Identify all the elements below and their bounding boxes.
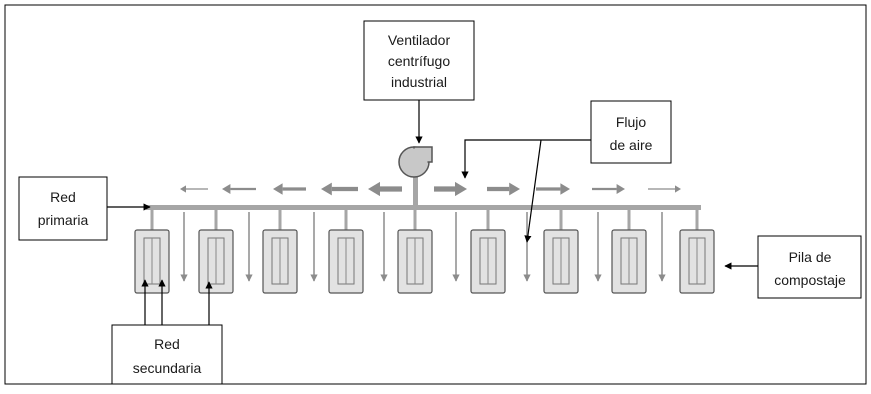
pile-feed-pipe (627, 208, 631, 232)
airflow-arrow (592, 184, 625, 194)
pile-feed-pipe (695, 208, 699, 232)
secondary-network-label-box (111, 324, 223, 385)
pile-feed-pipe (278, 208, 282, 232)
compost-pile-label-line-1: Pila de (789, 249, 832, 265)
airflow-arrow (434, 181, 467, 197)
airflow-arrow-head (675, 185, 681, 193)
airflow-label-line-1: Flujo (616, 114, 647, 130)
pile-feed-pipe (150, 208, 154, 232)
compost-pile-label-box (757, 235, 862, 299)
airflow-arrow-head (222, 184, 231, 194)
compost-pile-label-line-2: compostaje (774, 272, 846, 288)
secondary-network-label-line-1: Red (154, 336, 180, 352)
airflow-arrow-head (180, 185, 186, 193)
airflow-arrow-head (368, 181, 380, 197)
pile-feed-pipe (344, 208, 348, 232)
fan-label-box (363, 20, 475, 101)
primary-pipe (146, 205, 701, 210)
airflow-pointer-1 (461, 139, 591, 179)
primary-network-label-line-1: Red (50, 189, 76, 205)
primary-network-label-box (18, 176, 108, 241)
outer-frame (4, 4, 867, 385)
airflow-arrows (180, 181, 681, 197)
pile-feed-pipe (214, 208, 218, 232)
pile-feed-pipe (413, 208, 417, 232)
airflow-arrow (180, 185, 208, 193)
airflow-arrow-head (321, 182, 332, 196)
airflow-arrow-head (509, 182, 520, 196)
centrifugal-fan-icon (398, 146, 433, 178)
primary-network-label-line-2: primaria (38, 212, 89, 228)
compost-piles (134, 208, 715, 294)
airflow-arrow-head (616, 184, 625, 194)
airflow-arrow (273, 183, 306, 195)
airflow-label-line-2: de aire (610, 137, 653, 153)
airflow-arrow (222, 184, 256, 194)
airflow-arrow (487, 182, 520, 196)
fan-stem (413, 175, 418, 207)
airflow-arrow-head (455, 181, 467, 197)
airflow-arrow (321, 182, 358, 196)
fan-label-line-3: industrial (391, 74, 447, 90)
airflow-arrow (648, 185, 681, 193)
airflow-arrow (368, 181, 402, 197)
airflow-label-box (590, 100, 672, 164)
air-down-arrows (180, 212, 666, 282)
pile-feed-pipe (559, 208, 563, 232)
airflow-arrow-head (560, 183, 570, 195)
fan-label-line-2: centrífugo (388, 53, 450, 69)
airflow-arrow-head (273, 183, 283, 195)
airflow-arrow (536, 183, 570, 195)
fan-label-line-1: Ventilador (388, 32, 451, 48)
airflow-pointer-2 (524, 139, 542, 243)
pile-feed-pipe (486, 208, 490, 232)
secondary-network-label-line-2: secundaria (133, 360, 202, 376)
